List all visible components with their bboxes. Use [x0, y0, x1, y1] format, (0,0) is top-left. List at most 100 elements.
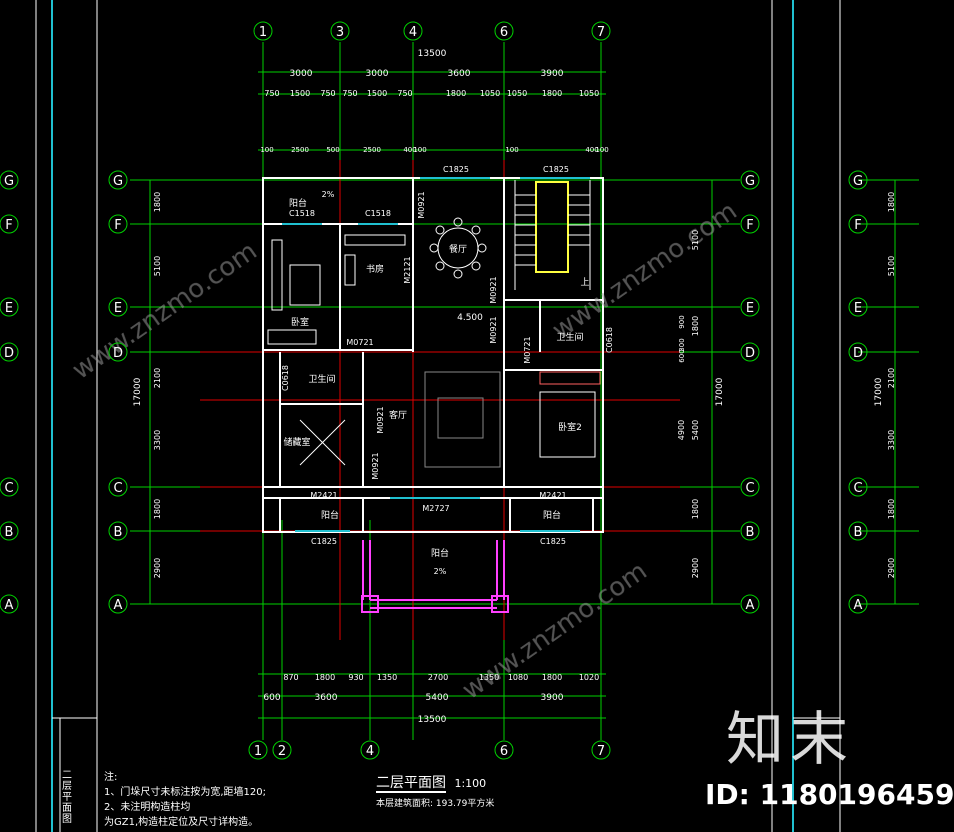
axis-edge-right-6-bubble: [848, 594, 868, 614]
axis-edge-left-5-bubble: [0, 521, 19, 541]
axis-edge-right-1-bubble: [848, 214, 868, 234]
opening-label: M0921: [489, 316, 498, 343]
opening-label: M2121: [403, 256, 412, 283]
room-bedroom: 卧室: [291, 316, 309, 328]
axis-right-4-bubble: [740, 477, 760, 497]
dim-top-row1: 3900: [541, 69, 564, 79]
axis-top-0-bubble: [253, 21, 273, 41]
room-bath-1: 卫生间: [308, 373, 335, 385]
brand-logo: 知末: [726, 705, 855, 773]
axis-edge-right-1-label: F: [854, 218, 861, 233]
notes-line-1: 1、门垛尺寸未标注按为宽,距墙120;: [104, 787, 266, 798]
axis-bottom-4-bubble: [591, 740, 611, 760]
axis-edge-left-2-label: E: [5, 301, 13, 316]
axis-right-1-label: F: [746, 218, 753, 233]
dim-left-inner: 5100: [153, 256, 162, 276]
axis-right-5-label: B: [746, 525, 755, 540]
dim-top-total: 13500: [418, 49, 447, 59]
dim-top-row2: 1050: [507, 89, 527, 98]
opening-label: M2727: [422, 504, 449, 513]
axis-edge-right-2-label: E: [854, 301, 862, 316]
axis-edge-left-0-label: G: [4, 174, 14, 189]
dim-right-inner: 5100: [691, 230, 700, 250]
notes-block: 注: 1、门垛尺寸未标注按为宽,距墙120; 2、未注明构造柱均 为GZ1,构造…: [104, 770, 266, 830]
dim-far-right-inner: 3300: [887, 430, 896, 450]
axis-edge-left-6-label: A: [5, 598, 14, 613]
slope-label-2: 2%: [434, 567, 447, 576]
axis-left-3-bubble: [108, 342, 128, 362]
axis-right-3-label: D: [745, 346, 755, 361]
dim-bottom-total: 13500: [418, 715, 447, 725]
axis-right-0-label: G: [745, 174, 755, 189]
room-terrace: 阳台: [431, 547, 449, 559]
axis-edge-right-5-bubble: [848, 521, 868, 541]
axis-bottom-0-bubble: [248, 740, 268, 760]
dim-far-right-inner: 5100: [887, 256, 896, 276]
axis-edge-left-4-bubble: [0, 477, 19, 497]
axis-edge-right-6-label: A: [854, 598, 863, 613]
axis-left-5-bubble: [108, 521, 128, 541]
notes-line-2: 2、未注明构造柱均: [104, 802, 191, 813]
drawing-title-block: 二层平面图 1:100: [376, 772, 487, 793]
axis-right-1-bubble: [740, 214, 760, 234]
walls: [262, 177, 604, 533]
dim-right-outer: 17000: [715, 377, 725, 406]
room-study: 书房: [366, 263, 384, 275]
dim-right-inner: 4900: [677, 420, 686, 440]
windows: [282, 177, 590, 532]
dim-top-row2: 1800: [446, 89, 466, 98]
axis-left-6-label: A: [114, 598, 123, 613]
watermark-text-2: www.znzmo.com: [457, 556, 653, 706]
dim-top-row2: 750: [397, 89, 412, 98]
axis-bottom-0-label: 1: [254, 744, 262, 759]
dim-bottom-row1: 2700: [428, 673, 448, 682]
dim-top-row3: 100: [595, 146, 608, 154]
dim-bottom-row1: 1800: [542, 673, 562, 682]
axis-right-5-bubble: [740, 521, 760, 541]
dim-right-inner: 5400: [691, 420, 700, 440]
dim-top-row1: 3000: [290, 69, 313, 79]
room-balcony-2: 阳台: [543, 509, 561, 521]
dim-bottom-row1: 1350: [479, 673, 499, 682]
axis-right-2-bubble: [740, 297, 760, 317]
opening-label: M0721: [523, 336, 532, 363]
slope-label: 2%: [322, 190, 335, 199]
drawing-scale: 1:100: [454, 777, 487, 790]
axis-left-1-bubble: [108, 214, 128, 234]
furniture: [267, 217, 601, 468]
axis-edge-left-0-bubble: [0, 170, 19, 190]
room-living: 客厅: [389, 409, 407, 421]
axis-left-4-bubble: [108, 477, 128, 497]
axis-bottom-2-label: 4: [366, 744, 374, 759]
axis-right-6-label: A: [746, 598, 755, 613]
dim-top-row3: 2500: [291, 146, 309, 154]
axis-left-0-label: G: [113, 174, 123, 189]
opening-label: M0921: [417, 191, 426, 218]
dim-left-inner: 2900: [153, 558, 162, 578]
stair-up-label: 上: [580, 277, 589, 288]
dim-right-small: 600: [678, 349, 686, 362]
axis-edge-left-3-bubble: [0, 342, 19, 362]
dim-bottom-row2: 5400: [426, 693, 449, 703]
axis-edge-right-4-bubble: [848, 477, 868, 497]
dim-top-row2: 1500: [290, 89, 310, 98]
axis-edge-right-4-label: C: [853, 481, 862, 496]
drawing-frames: [35, 0, 841, 832]
opening-label: C1518: [289, 209, 315, 218]
dim-bottom-row1: 930: [348, 673, 363, 682]
watermark-text-3: www.znzmo.com: [547, 196, 743, 346]
axis-left-0-bubble: [108, 170, 128, 190]
notes-line-3: 为GZ1,构造柱定位及尺寸详构造。: [104, 817, 259, 828]
axis-edge-left-1-label: F: [5, 218, 12, 233]
axis-edge-left-1-bubble: [0, 214, 19, 234]
opening-label: M0921: [371, 452, 380, 479]
side-title: 二层平面图: [62, 770, 72, 825]
image-id-label: ID: 1180196459: [705, 778, 954, 811]
dim-right-inner: 2900: [691, 558, 700, 578]
room-bath-2: 卫生间: [556, 331, 583, 343]
axis-top-1-label: 3: [336, 25, 344, 40]
axis-bottom-2-bubble: [360, 740, 380, 760]
axis-left-5-label: B: [114, 525, 123, 540]
dim-far-right-inner: 2900: [887, 558, 896, 578]
